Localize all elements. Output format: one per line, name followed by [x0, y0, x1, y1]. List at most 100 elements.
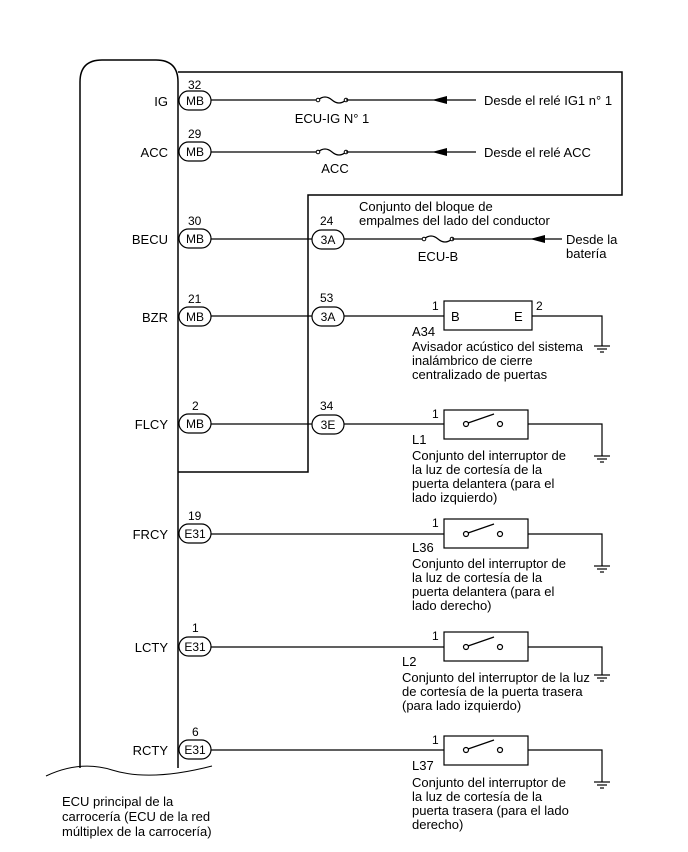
- switch-icon: [462, 636, 504, 651]
- ground-icon: [594, 565, 610, 573]
- connector-code: MB: [186, 94, 204, 108]
- lcty-circuit: 1 L2 Conjunto del interruptor de la luz …: [211, 629, 610, 713]
- fuse-icon: [423, 235, 453, 243]
- ecu-body-outline: [79, 59, 179, 768]
- switch-label-line-1: Conjunto del interruptor de la luz: [402, 670, 590, 685]
- junction-pin: 53: [320, 291, 334, 305]
- arrow-left-icon: [432, 148, 447, 156]
- switch-ref: L1: [412, 432, 426, 447]
- flcy-circuit: 34 3E 1 L1 Conjunto del interruptor de l…: [211, 399, 610, 505]
- switch-label-line-1: Conjunto del interruptor de: [412, 556, 566, 571]
- switch-box: [443, 631, 529, 662]
- switch-label-line-2: la luz de cortesía de la: [412, 570, 543, 585]
- becu-circuit: 24 3A ECU-B Desde la batería: [211, 214, 618, 264]
- buzzer-term-b: B: [451, 309, 460, 324]
- ground-icon: [594, 781, 610, 789]
- terminal-name: ACC: [141, 145, 168, 160]
- frcy-circuit: 1 L36 Conjunto del interruptor de la luz…: [211, 516, 610, 613]
- switch-pin: 1: [432, 629, 439, 643]
- buzzer-pin-left: 1: [432, 299, 439, 313]
- switch-label-line-3: puerta trasera (para el lado: [412, 803, 569, 818]
- ecu-body-break: [45, 765, 213, 777]
- connector-code: E31: [184, 640, 206, 654]
- junction-connector-code: 3A: [321, 310, 336, 324]
- junction-connector-code: 3E: [321, 418, 336, 432]
- bzr-circuit: 53 3A 1 2 B E A34 Avisador acústico del …: [211, 291, 610, 382]
- fuse-icon: [317, 96, 347, 104]
- buzzer-term-e: E: [514, 309, 523, 324]
- switch-label-line-2: de cortesía de la puerta trasera: [402, 684, 583, 699]
- switch-ref: L2: [402, 654, 416, 669]
- switch-pin: 1: [432, 516, 439, 530]
- switch-label-line-4: lado derecho): [412, 598, 492, 613]
- switch-box: [443, 735, 529, 766]
- terminal-flcy: FLCY 2 MB: [135, 399, 212, 434]
- fuse-label: ACC: [321, 161, 348, 176]
- terminal-name: IG: [154, 94, 168, 109]
- terminal-ig: IG 32 MB: [154, 78, 212, 111]
- connector-code: MB: [186, 310, 204, 324]
- terminal-name: RCTY: [133, 743, 169, 758]
- junction-pin: 24: [320, 214, 334, 228]
- switch-label-line-3: puerta delantera (para el: [412, 584, 554, 599]
- rcty-circuit: 1 L37 Conjunto del interruptor de la luz…: [211, 733, 610, 832]
- junction-label-line-1: Conjunto del bloque de: [359, 199, 493, 214]
- switch-box: [443, 409, 529, 440]
- switch-label-line-2: la luz de cortesía de la: [412, 462, 543, 477]
- terminal-name: BZR: [142, 310, 168, 325]
- arrow-left-icon: [432, 96, 447, 104]
- junction-pin: 34: [320, 399, 334, 413]
- terminal-name: BECU: [132, 232, 168, 247]
- ground-icon: [594, 345, 610, 353]
- terminal-name: FRCY: [133, 527, 169, 542]
- terminal-acc: ACC 29 MB: [141, 127, 212, 162]
- terminal-pin: 19: [188, 509, 202, 523]
- connector-code: E31: [184, 527, 206, 541]
- terminal-rcty: RCTY 6 E31: [133, 725, 212, 760]
- connector-code: MB: [186, 417, 204, 431]
- switch-label-line-2: la luz de cortesía de la: [412, 789, 543, 804]
- acc-circuit: ACC Desde el relé ACC: [211, 145, 591, 176]
- ecu-label-line-1: ECU principal de la: [62, 794, 174, 809]
- source-label-line-1: Desde la: [566, 232, 618, 247]
- buzzer-pin-right: 2: [536, 299, 543, 313]
- ecu-label-line-2: carrocería (ECU de la red: [62, 809, 210, 824]
- source-label: Desde el relé ACC: [484, 145, 591, 160]
- ig-circuit: ECU-IG N° 1 Desde el relé IG1 n° 1: [211, 93, 612, 126]
- terminal-lcty: LCTY 1 E31: [135, 621, 212, 657]
- switch-label-line-1: Conjunto del interruptor de: [412, 775, 566, 790]
- terminal-pin: 6: [192, 725, 199, 739]
- terminal-pin: 29: [188, 127, 202, 141]
- terminal-pin: 32: [188, 78, 202, 92]
- switch-label-line-1: Conjunto del interruptor de: [412, 448, 566, 463]
- switch-pin: 1: [432, 733, 439, 747]
- ig-acc-frame: [178, 71, 623, 473]
- terminal-pin: 30: [188, 214, 202, 228]
- switch-label-line-3: puerta delantera (para el: [412, 476, 554, 491]
- ground-icon: [594, 455, 610, 463]
- switch-ref: L37: [412, 758, 434, 773]
- terminal-pin: 2: [192, 399, 199, 413]
- arrow-left-icon: [530, 235, 545, 243]
- switch-ref: L36: [412, 540, 434, 555]
- connector-code: MB: [186, 232, 204, 246]
- switch-icon: [462, 739, 504, 754]
- switch-label-line-4: lado izquierdo): [412, 490, 497, 505]
- terminal-bzr: BZR 21 MB: [142, 292, 212, 327]
- buzzer-ref: A34: [412, 324, 435, 339]
- ecu-label: ECU principal de la carrocería (ECU de l…: [62, 794, 212, 839]
- junction-block-label: Conjunto del bloque de empalmes del lado…: [359, 199, 550, 228]
- terminal-name: LCTY: [135, 640, 169, 655]
- source-label-line-2: batería: [566, 246, 607, 261]
- connector-code: MB: [186, 145, 204, 159]
- source-label: Desde el relé IG1 n° 1: [484, 93, 612, 108]
- buzzer-label-line-1: Avisador acústico del sistema: [412, 339, 584, 354]
- ground-icon: [594, 674, 610, 682]
- junction-label-line-2: empalmes del lado del conductor: [359, 213, 550, 228]
- buzzer-label-line-3: centralizado de puertas: [412, 367, 548, 382]
- fuse-label: ECU-IG N° 1: [295, 111, 370, 126]
- buzzer-label-line-2: inalámbrico de cierre: [412, 353, 533, 368]
- fuse-label: ECU-B: [418, 249, 458, 264]
- ecu-label-line-3: múltiplex de la carrocería): [62, 824, 212, 839]
